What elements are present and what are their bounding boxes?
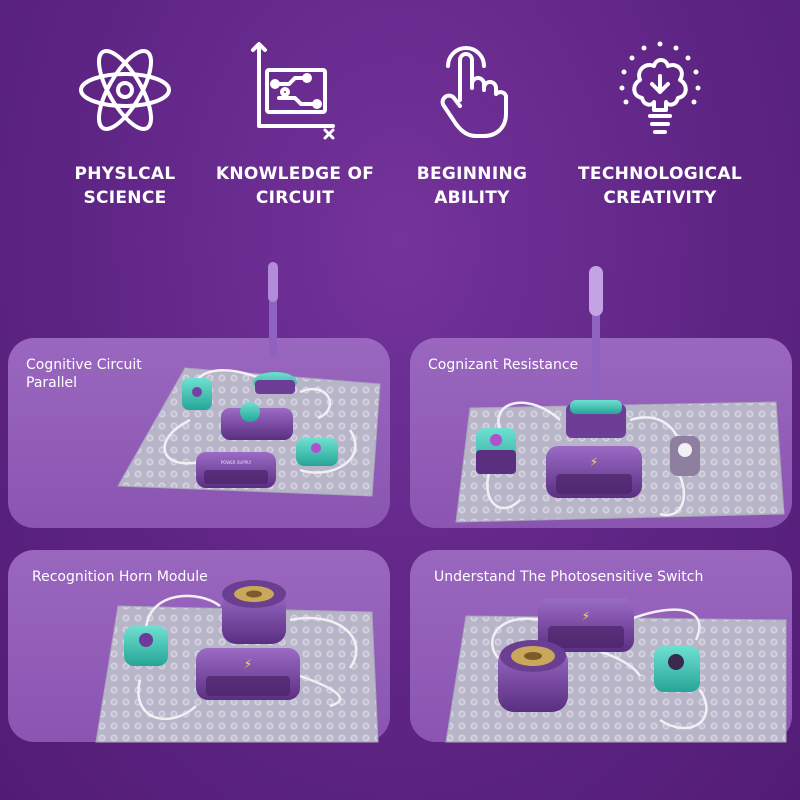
panel-cognitive-circuit-parallel: Cognitive Circuit Parallel [8, 338, 390, 528]
panel-cognizant-resistance: Cognizant Resistance [410, 338, 792, 528]
brain-bulb-icon [619, 41, 701, 134]
panel-photosensitive-switch: Understand The Photosensitive Switch [410, 550, 792, 742]
circuit-graph-icon [251, 42, 335, 140]
panel-title: Understand The Photosensitive Switch [434, 569, 704, 585]
atom-icon [79, 49, 171, 131]
panel-title: Cognitive Circuit Parallel [26, 357, 142, 391]
lamp-head [589, 266, 603, 316]
lamp-head [268, 262, 278, 302]
tap-hand-icon [440, 46, 508, 138]
panel-title: Cognizant Resistance [428, 357, 579, 373]
panel-title: Recognition Horn Module [32, 569, 208, 585]
panel-recognition-horn-module: Recognition Horn Module [8, 550, 390, 742]
